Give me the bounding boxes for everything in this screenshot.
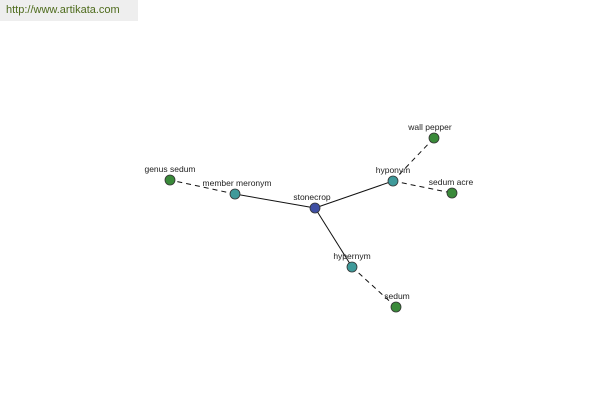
node-center-dot[interactable] [309, 202, 321, 214]
node-sedum-label: sedum [384, 291, 410, 301]
node-wall-pepper-dot[interactable] [428, 132, 440, 144]
node-sedum-acre-dot[interactable] [446, 187, 458, 199]
node-hyponym-label: hyponym [376, 165, 411, 175]
edge-hyponym-wall-pepper [392, 137, 435, 182]
node-genus-sedum[interactable]: genus sedum [144, 164, 196, 186]
node-genus-sedum-label: genus sedum [144, 164, 195, 174]
edge-hypernym-sedum [351, 266, 397, 308]
edge-hyponym-sedum-acre [392, 180, 453, 194]
node-sedum-acre-label: sedum acre [429, 177, 474, 187]
node-hypernym-label: hypernym [333, 251, 370, 261]
node-sedum-dot[interactable] [390, 301, 402, 313]
node-hyponym[interactable]: hyponym [376, 165, 411, 187]
node-hypernym[interactable]: hypernym [333, 251, 371, 273]
node-hyponym-dot[interactable] [387, 175, 399, 187]
node-member-meronym[interactable]: member meronym [203, 178, 272, 200]
node-sedum-acre[interactable]: sedum acre [429, 177, 474, 199]
node-center[interactable]: stonecrop [293, 192, 331, 214]
node-hypernym-dot[interactable] [346, 261, 358, 273]
edge-center-hypernym [314, 207, 353, 268]
edge-center-hyponym [314, 180, 394, 209]
node-wall-pepper[interactable]: wall pepper [407, 122, 452, 144]
node-genus-sedum-dot[interactable] [164, 174, 176, 186]
node-wall-pepper-label: wall pepper [407, 122, 452, 132]
edge-member-meronym-genus-sedum [169, 179, 236, 195]
node-member-meronym-label: member meronym [203, 178, 272, 188]
edge-center-member-meronym [234, 193, 316, 209]
watermark: http://www.artikata.com [0, 0, 138, 21]
node-center-label: stonecrop [293, 192, 331, 202]
node-sedum[interactable]: sedum [384, 291, 410, 313]
node-member-meronym-dot[interactable] [229, 188, 241, 200]
